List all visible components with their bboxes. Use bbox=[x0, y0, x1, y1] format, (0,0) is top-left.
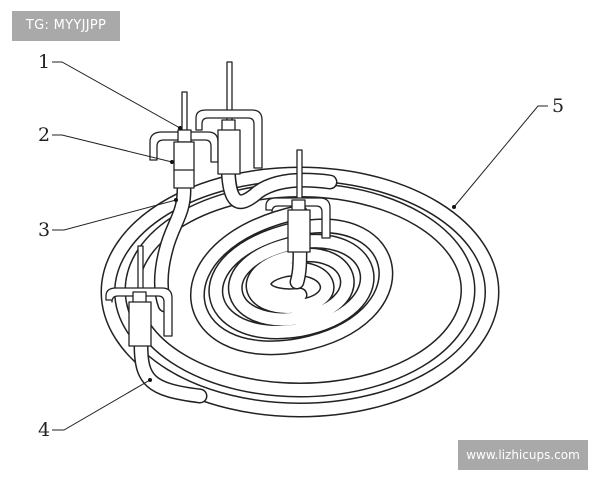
leader-3 bbox=[52, 199, 177, 231]
terminal-top bbox=[195, 61, 263, 175]
callout-3: 3 bbox=[38, 219, 50, 241]
callout-5: 5 bbox=[552, 95, 564, 117]
leader-2-dot bbox=[170, 160, 174, 164]
leader-2 bbox=[52, 134, 173, 163]
leader-4 bbox=[52, 379, 151, 431]
leader-3-dot bbox=[174, 198, 178, 202]
callout-1: 1 bbox=[38, 51, 50, 73]
leader-5 bbox=[453, 105, 548, 208]
watermark-telegram: TG: MYYJJPP bbox=[12, 11, 120, 41]
spiral-coil bbox=[189, 204, 394, 356]
leader-1-dot bbox=[178, 126, 182, 130]
terminal-left bbox=[149, 91, 219, 189]
callout-4: 4 bbox=[38, 419, 50, 441]
leader-4-dot bbox=[148, 378, 152, 382]
terminal-lower bbox=[105, 245, 173, 347]
callout-2: 2 bbox=[38, 124, 50, 146]
terminal-center bbox=[265, 149, 331, 253]
leader-5-dot bbox=[452, 205, 456, 209]
callout-labels: 1 2 3 4 5 bbox=[38, 51, 564, 441]
leader-1 bbox=[52, 61, 181, 129]
watermark-website: www.lizhicups.com bbox=[458, 440, 588, 470]
callout-leaders bbox=[52, 61, 548, 431]
